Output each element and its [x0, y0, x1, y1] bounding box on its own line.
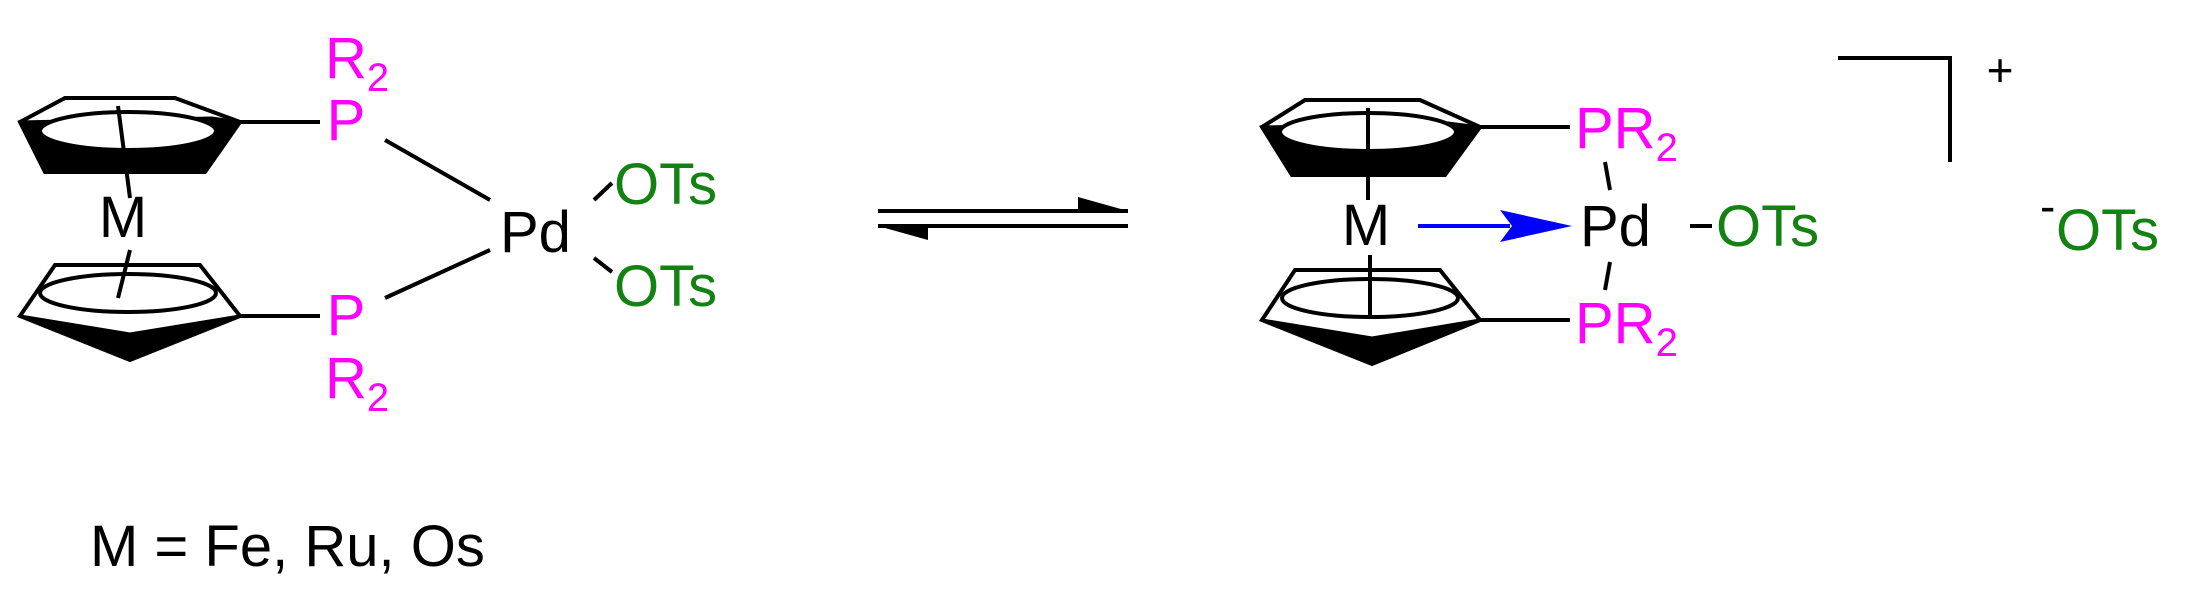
right-metal-label: M	[1342, 193, 1390, 258]
right-p-top-pd-bond	[1603, 161, 1612, 191]
counter-ion-charge: -	[2040, 180, 2055, 232]
equilibrium-arrows	[878, 197, 1128, 240]
left-bottom-cp-ring	[16, 249, 244, 363]
counter-ion-label: OTs	[2056, 198, 2159, 263]
left-r-top-label: R2	[325, 26, 389, 100]
left-p-top-pd-bond	[384, 138, 491, 202]
left-metal-label: M	[99, 185, 147, 250]
left-ots-top-label: OTs	[614, 152, 717, 217]
right-charge-label: +	[1987, 44, 2014, 96]
left-pd-ots-bottom-bond	[592, 256, 614, 274]
left-complex: M P R2 P R2 Pd OTs OTs	[16, 26, 717, 420]
left-pd-ots-top-bond	[592, 181, 614, 202]
right-pr2-top-label: PR2	[1575, 96, 1678, 170]
left-top-cp-ring	[17, 96, 244, 199]
left-r-bottom-label: R2	[325, 346, 389, 420]
left-p-bottom-label: P	[327, 283, 366, 348]
left-pd-label: Pd	[500, 200, 571, 265]
left-ots-bottom-label: OTs	[614, 254, 717, 319]
metal-definition-caption: M = Fe, Ru, Os	[90, 514, 485, 579]
right-pd-label: Pd	[1580, 194, 1651, 259]
left-p-top-label: P	[327, 88, 366, 153]
right-p-bottom-pd-bond	[1603, 261, 1612, 291]
right-complex: M PR2 PR2 Pd OTs +	[1258, 44, 2014, 367]
cation-bracket	[1838, 56, 1952, 162]
left-p-bottom-pd-bond	[384, 248, 491, 300]
right-bottom-cp-ring	[1258, 255, 1484, 367]
right-ots-label: OTs	[1716, 194, 1819, 259]
counter-ion: - OTs	[2040, 180, 2159, 263]
right-pr2-bottom-label: PR2	[1575, 291, 1678, 365]
right-top-cp-ring	[1259, 98, 1484, 200]
metal-pd-dative-arrow	[1418, 210, 1572, 242]
